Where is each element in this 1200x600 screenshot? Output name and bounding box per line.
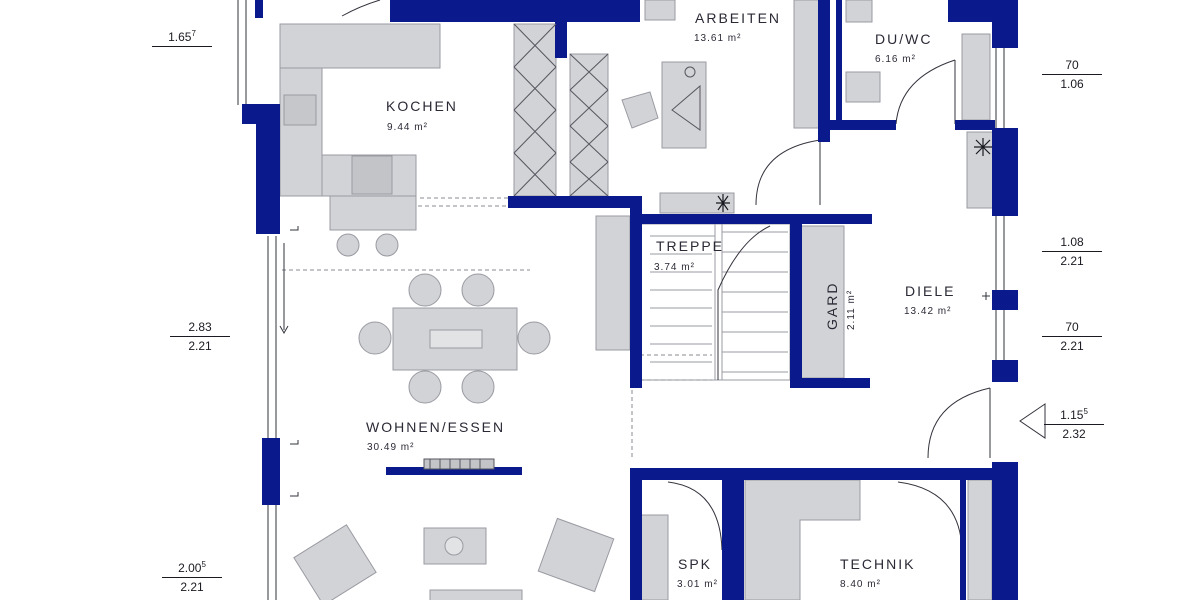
dining-chair [461,370,495,404]
kitchen-sink [283,94,317,126]
wall [992,128,1018,216]
fireplace-insert [423,458,495,470]
dining-chair [408,273,442,307]
table-centerpiece [429,329,483,349]
room-name-spk: SPK [678,556,713,572]
wall [992,0,1018,48]
office-sideboard [659,192,735,214]
door-swing [897,481,963,551]
room-area-technik: 8.40 m² [840,579,881,590]
sofa [429,589,523,600]
room-area-kochen: 9.44 m² [387,122,428,133]
office-chair [621,91,659,129]
dining-chair [517,321,551,355]
room-name-gard: GARD [824,281,840,330]
wall [955,120,995,130]
room-name-diele: DIELE [905,283,956,299]
room-name-treppe: TREPPE [656,238,725,254]
armchair-left [293,524,377,600]
bath-cabinet [961,33,991,121]
room-name-duwc: DU/WC [875,31,933,47]
wall [732,480,744,600]
dining-chair [358,321,392,355]
room-area-treppe: 3.74 m² [654,262,695,273]
room-name-kochen: KOCHEN [386,98,458,114]
wall [992,360,1018,382]
wall [630,468,642,600]
pantry-shelf [639,514,669,600]
tall-cabinet-2 [569,53,609,197]
wall [836,0,842,122]
wall [508,196,642,208]
dimension-top-left: 1.657 [152,26,212,47]
room-name-arbeiten: ARBEITEN [695,10,782,26]
wall [992,462,1018,600]
desk-drawer [644,0,676,21]
dining-chair [461,273,495,307]
wall [630,468,998,480]
cooktop [351,155,393,195]
dining-chair [408,370,442,404]
wardrobe [966,131,994,209]
wall [555,0,567,58]
dimension-left-2: 2.005 2.21 [162,557,222,595]
wall [630,196,642,388]
sideboard [595,215,631,351]
wall [642,214,872,224]
room-area-gard: 2.11 m² [846,289,857,330]
room-area-duwc: 6.16 m² [875,54,916,65]
bar-stool-2 [375,233,399,257]
office-shelf [793,0,821,129]
dimension-right-3: 70 2.21 [1042,320,1102,354]
door-swing [755,139,821,206]
room-area-spk: 3.01 m² [677,579,718,590]
entrance-arrow-icon [1019,403,1046,439]
tall-cabinet-1 [513,23,557,197]
wall [992,290,1018,310]
room-area-wohnen: 30.49 m² [367,442,415,453]
room-name-wohnen: WOHNEN/ESSEN [366,419,506,435]
wall [818,0,830,142]
door-swing [895,59,956,125]
wall [255,0,263,18]
kitchen-counter-left [279,67,323,197]
wall [390,0,640,22]
wall [790,224,802,388]
wall [830,120,896,130]
armchair-right [537,517,615,593]
wall [790,378,870,388]
room-area-diele: 13.42 m² [904,306,952,317]
kitchen-counter-top [279,23,441,69]
wash-basin [845,71,881,103]
room-name-technik: TECHNIK [840,556,916,572]
fireplace-bar [386,467,522,475]
tv-table-vase [444,536,464,556]
door-swing [927,387,991,459]
wall [256,104,280,234]
room-area-arbeiten: 13.61 m² [694,33,742,44]
wall [262,438,280,505]
technik-cabinet [967,479,993,600]
wc [845,0,873,23]
dimension-right-4: 1.155 2.32 [1044,404,1104,442]
office-desk [661,61,707,149]
dimension-right-1: 70 1.06 [1042,58,1102,92]
stair-arrow [717,225,771,380]
dimension-right-2: 1.08 2.21 [1042,235,1102,269]
door-swing [667,481,723,551]
plant-icon [716,138,992,212]
bar-stool-1 [336,233,360,257]
dimension-left-1: 2.83 2.21 [170,320,230,354]
door-swing [341,0,381,17]
wall [722,468,734,600]
kitchen-island [329,195,417,231]
wall [960,468,966,600]
